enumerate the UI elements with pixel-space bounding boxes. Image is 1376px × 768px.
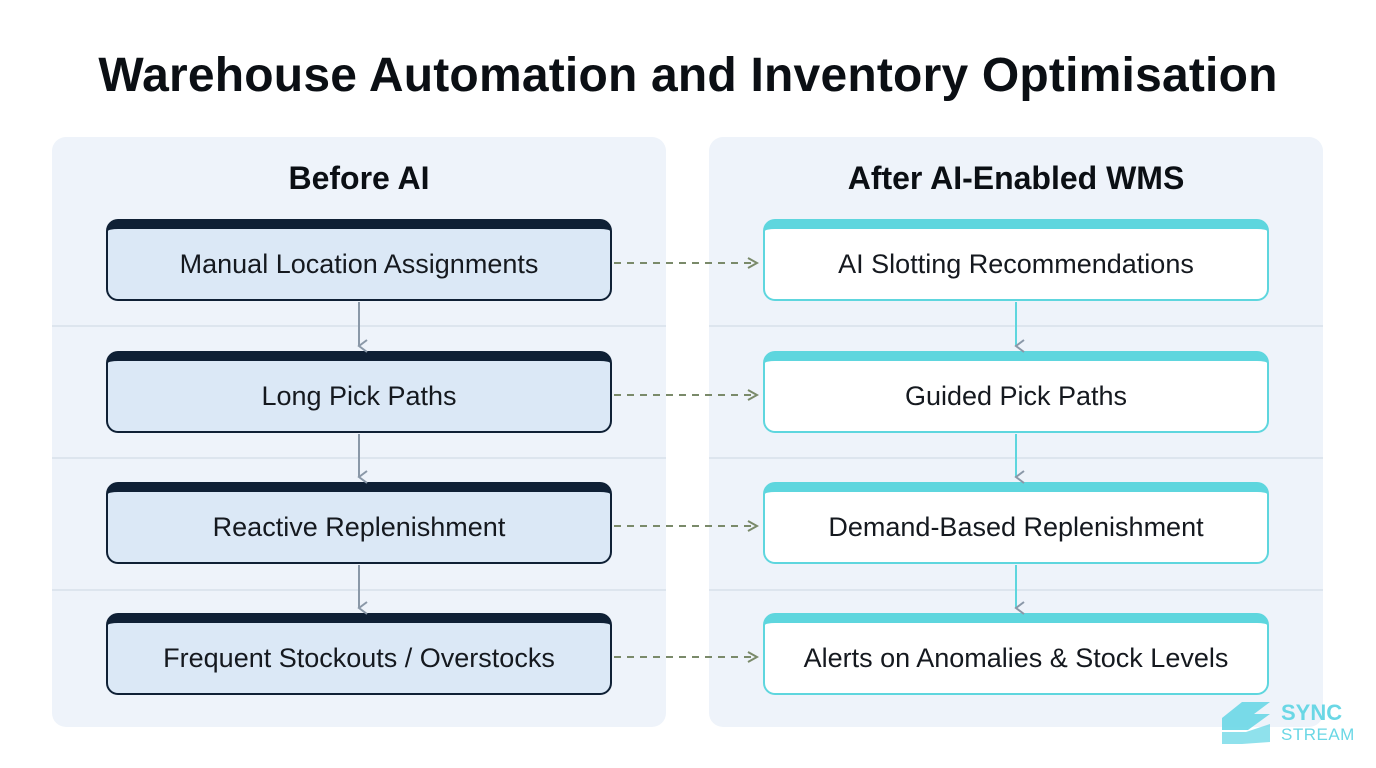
before-heading: Before AI [288,160,430,196]
after-box-alerts: Alerts on Anomalies & Stock Levels [763,613,1269,695]
before-box-stockouts: Frequent Stockouts / Overstocks [106,613,612,695]
before-box-replenishment: Reactive Replenishment [106,482,612,564]
after-heading: After AI-Enabled WMS [847,160,1185,196]
logo-text-sync: SYNC [1281,700,1343,725]
page-title: Warehouse Automation and Inventory Optim… [98,49,1278,102]
syncstream-logo-icon [1222,702,1270,744]
before-box-pick-paths: Long Pick Paths [106,351,612,433]
after-box-slotting: AI Slotting Recommendations [763,219,1269,301]
before-box-location-assignments: Manual Location Assignments [106,219,612,301]
logo-text-stream: STREAM [1281,725,1355,744]
after-box-pick-paths: Guided Pick Paths [763,351,1269,433]
after-box-replenishment: Demand-Based Replenishment [763,482,1269,564]
